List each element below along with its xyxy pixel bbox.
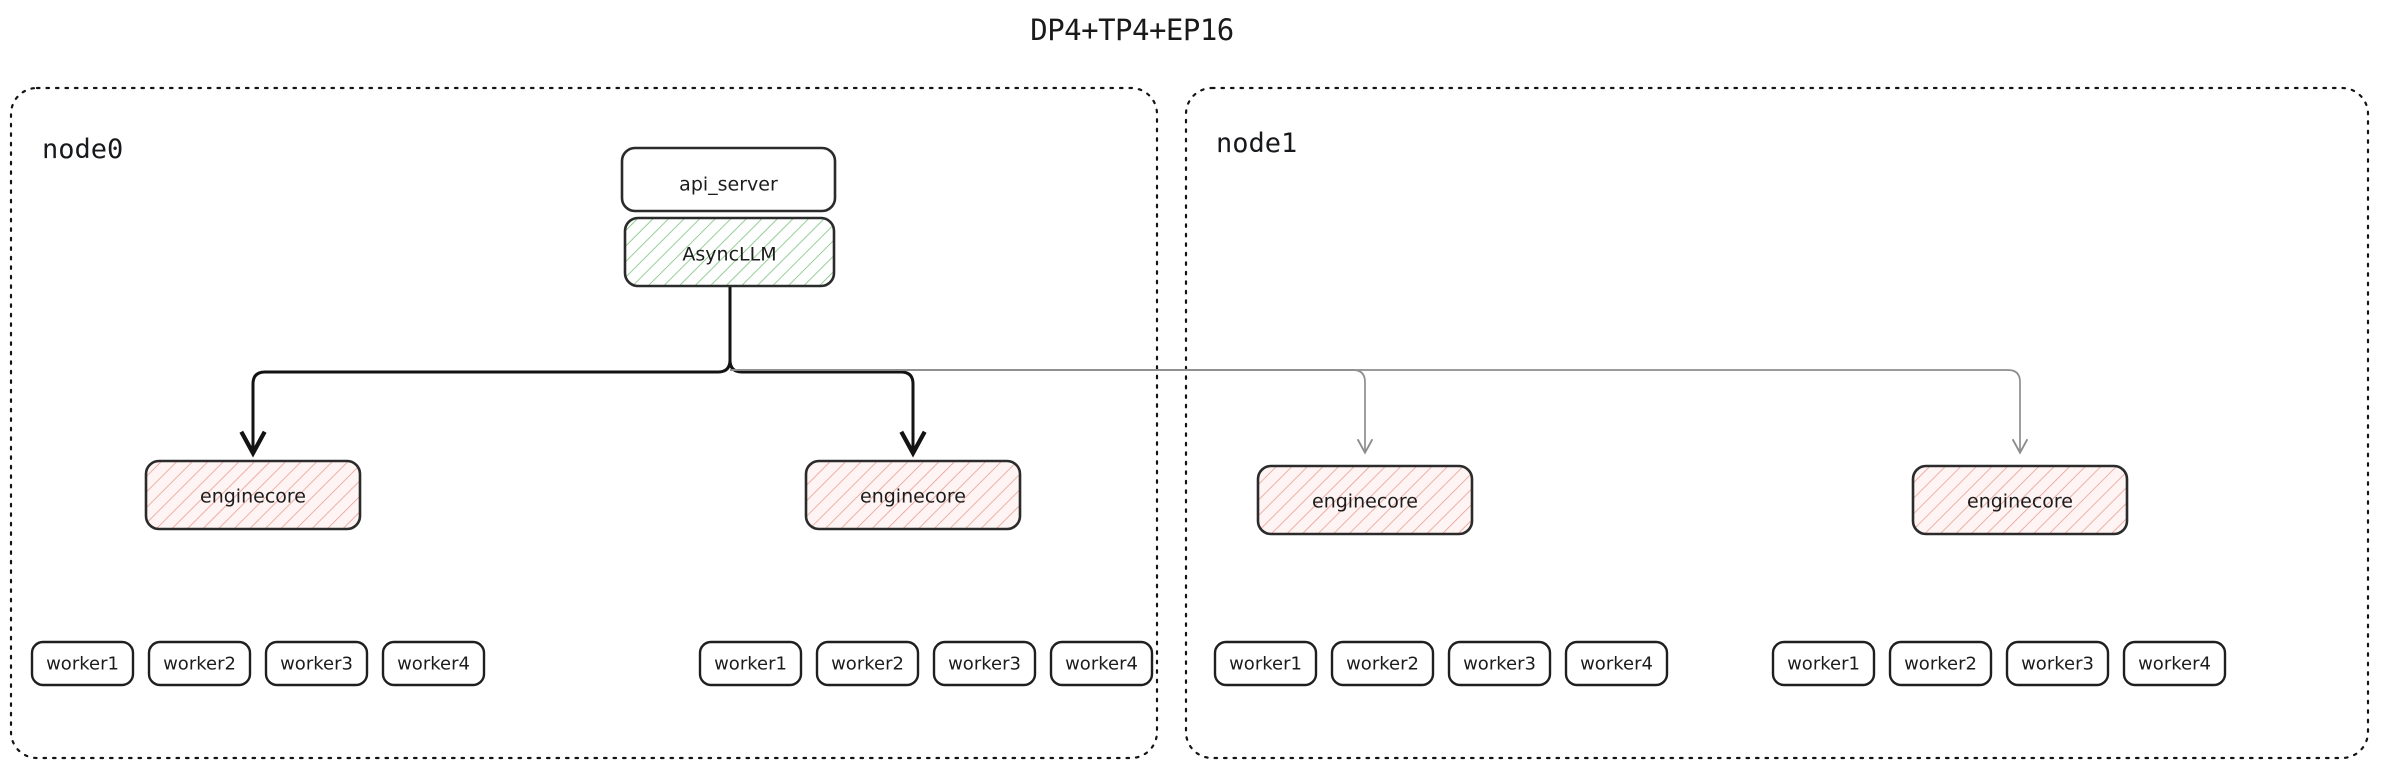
- worker-box-n1g0-2[interactable]: [1330, 640, 1435, 687]
- worker-box-n1g1-3[interactable]: [2005, 640, 2110, 687]
- cluster-node0: [9, 86, 1159, 760]
- cluster-node0-label: node0: [42, 134, 123, 165]
- worker-box-n0g1-3[interactable]: [932, 640, 1037, 687]
- box-enginecore-1[interactable]: [804, 459, 1022, 531]
- worker-box-n1g0-1[interactable]: [1213, 640, 1318, 687]
- box-enginecore-3[interactable]: [1911, 464, 2129, 536]
- worker-label-n0g0-3: worker3: [280, 654, 353, 675]
- worker-label-n1g0-2: worker2: [1346, 654, 1419, 675]
- diagram-title: DP4+TP4+EP16: [1030, 13, 1234, 47]
- worker-label-n1g0-3: worker3: [1463, 654, 1536, 675]
- worker-label-n1g1-1: worker1: [1787, 654, 1860, 675]
- box-enginecore-3-label: enginecore: [1967, 491, 2073, 513]
- box-enginecore-0[interactable]: [144, 459, 362, 531]
- box-enginecore-2[interactable]: [1256, 464, 1474, 536]
- worker-label-n0g1-3: worker3: [948, 654, 1021, 675]
- worker-label-n1g1-4: worker4: [2138, 654, 2211, 675]
- worker-group-node1-group1: worker1 worker2 worker3 worker4: [1771, 640, 2227, 687]
- worker-box-n0g0-3[interactable]: [264, 640, 369, 687]
- worker-label-n0g1-1: worker1: [714, 654, 787, 675]
- worker-label-n1g0-1: worker1: [1229, 654, 1302, 675]
- box-enginecore-1-label: enginecore: [860, 486, 966, 508]
- worker-group-node1-group0: worker1 worker2 worker3 worker4: [1213, 640, 1669, 687]
- worker-box-n0g0-1[interactable]: [30, 640, 135, 687]
- worker-label-n0g1-4: worker4: [1065, 654, 1138, 675]
- box-asyncllm[interactable]: [623, 216, 836, 288]
- worker-box-n1g1-1[interactable]: [1771, 640, 1876, 687]
- worker-label-n1g0-4: worker4: [1580, 654, 1653, 675]
- edge-asyncllm-to-enginecore-0: [253, 359, 732, 452]
- box-api-server[interactable]: [620, 146, 837, 213]
- worker-box-n1g0-3[interactable]: [1447, 640, 1552, 687]
- worker-label-n0g0-1: worker1: [46, 654, 119, 675]
- edge-asyncllm-to-enginecore-1: [728, 359, 913, 452]
- worker-box-n1g0-4[interactable]: [1564, 640, 1669, 687]
- box-api-server-label: api_server: [679, 174, 778, 196]
- worker-box-n1g1-2[interactable]: [1888, 640, 1993, 687]
- worker-box-n0g0-4[interactable]: [381, 640, 486, 687]
- worker-label-n0g0-4: worker4: [397, 654, 470, 675]
- worker-box-n0g1-2[interactable]: [815, 640, 920, 687]
- worker-label-n1g1-3: worker3: [2021, 654, 2094, 675]
- worker-box-n0g1-1[interactable]: [698, 640, 803, 687]
- worker-group-node0-group1: worker1 worker2 worker3 worker4: [698, 640, 1154, 687]
- box-enginecore-2-label: enginecore: [1312, 491, 1418, 513]
- cluster-node1: [1184, 86, 2370, 760]
- box-enginecore-0-label: enginecore: [200, 486, 306, 508]
- worker-group-node0-group0: worker1 worker2 worker3 worker4: [30, 640, 486, 687]
- box-asyncllm-label: AsyncLLM: [682, 244, 776, 266]
- edge-asyncllm-to-enginecore-3: [730, 369, 2029, 455]
- worker-label-n1g1-2: worker2: [1904, 654, 1977, 675]
- worker-box-n1g1-4[interactable]: [2122, 640, 2227, 687]
- worker-box-n0g1-4[interactable]: [1049, 640, 1154, 687]
- worker-box-n0g0-2[interactable]: [147, 640, 252, 687]
- worker-label-n0g0-2: worker2: [163, 654, 236, 675]
- worker-label-n0g1-2: worker2: [831, 654, 904, 675]
- cluster-node1-label: node1: [1216, 128, 1297, 159]
- edge-asyncllm-to-enginecore-2: [730, 369, 1374, 455]
